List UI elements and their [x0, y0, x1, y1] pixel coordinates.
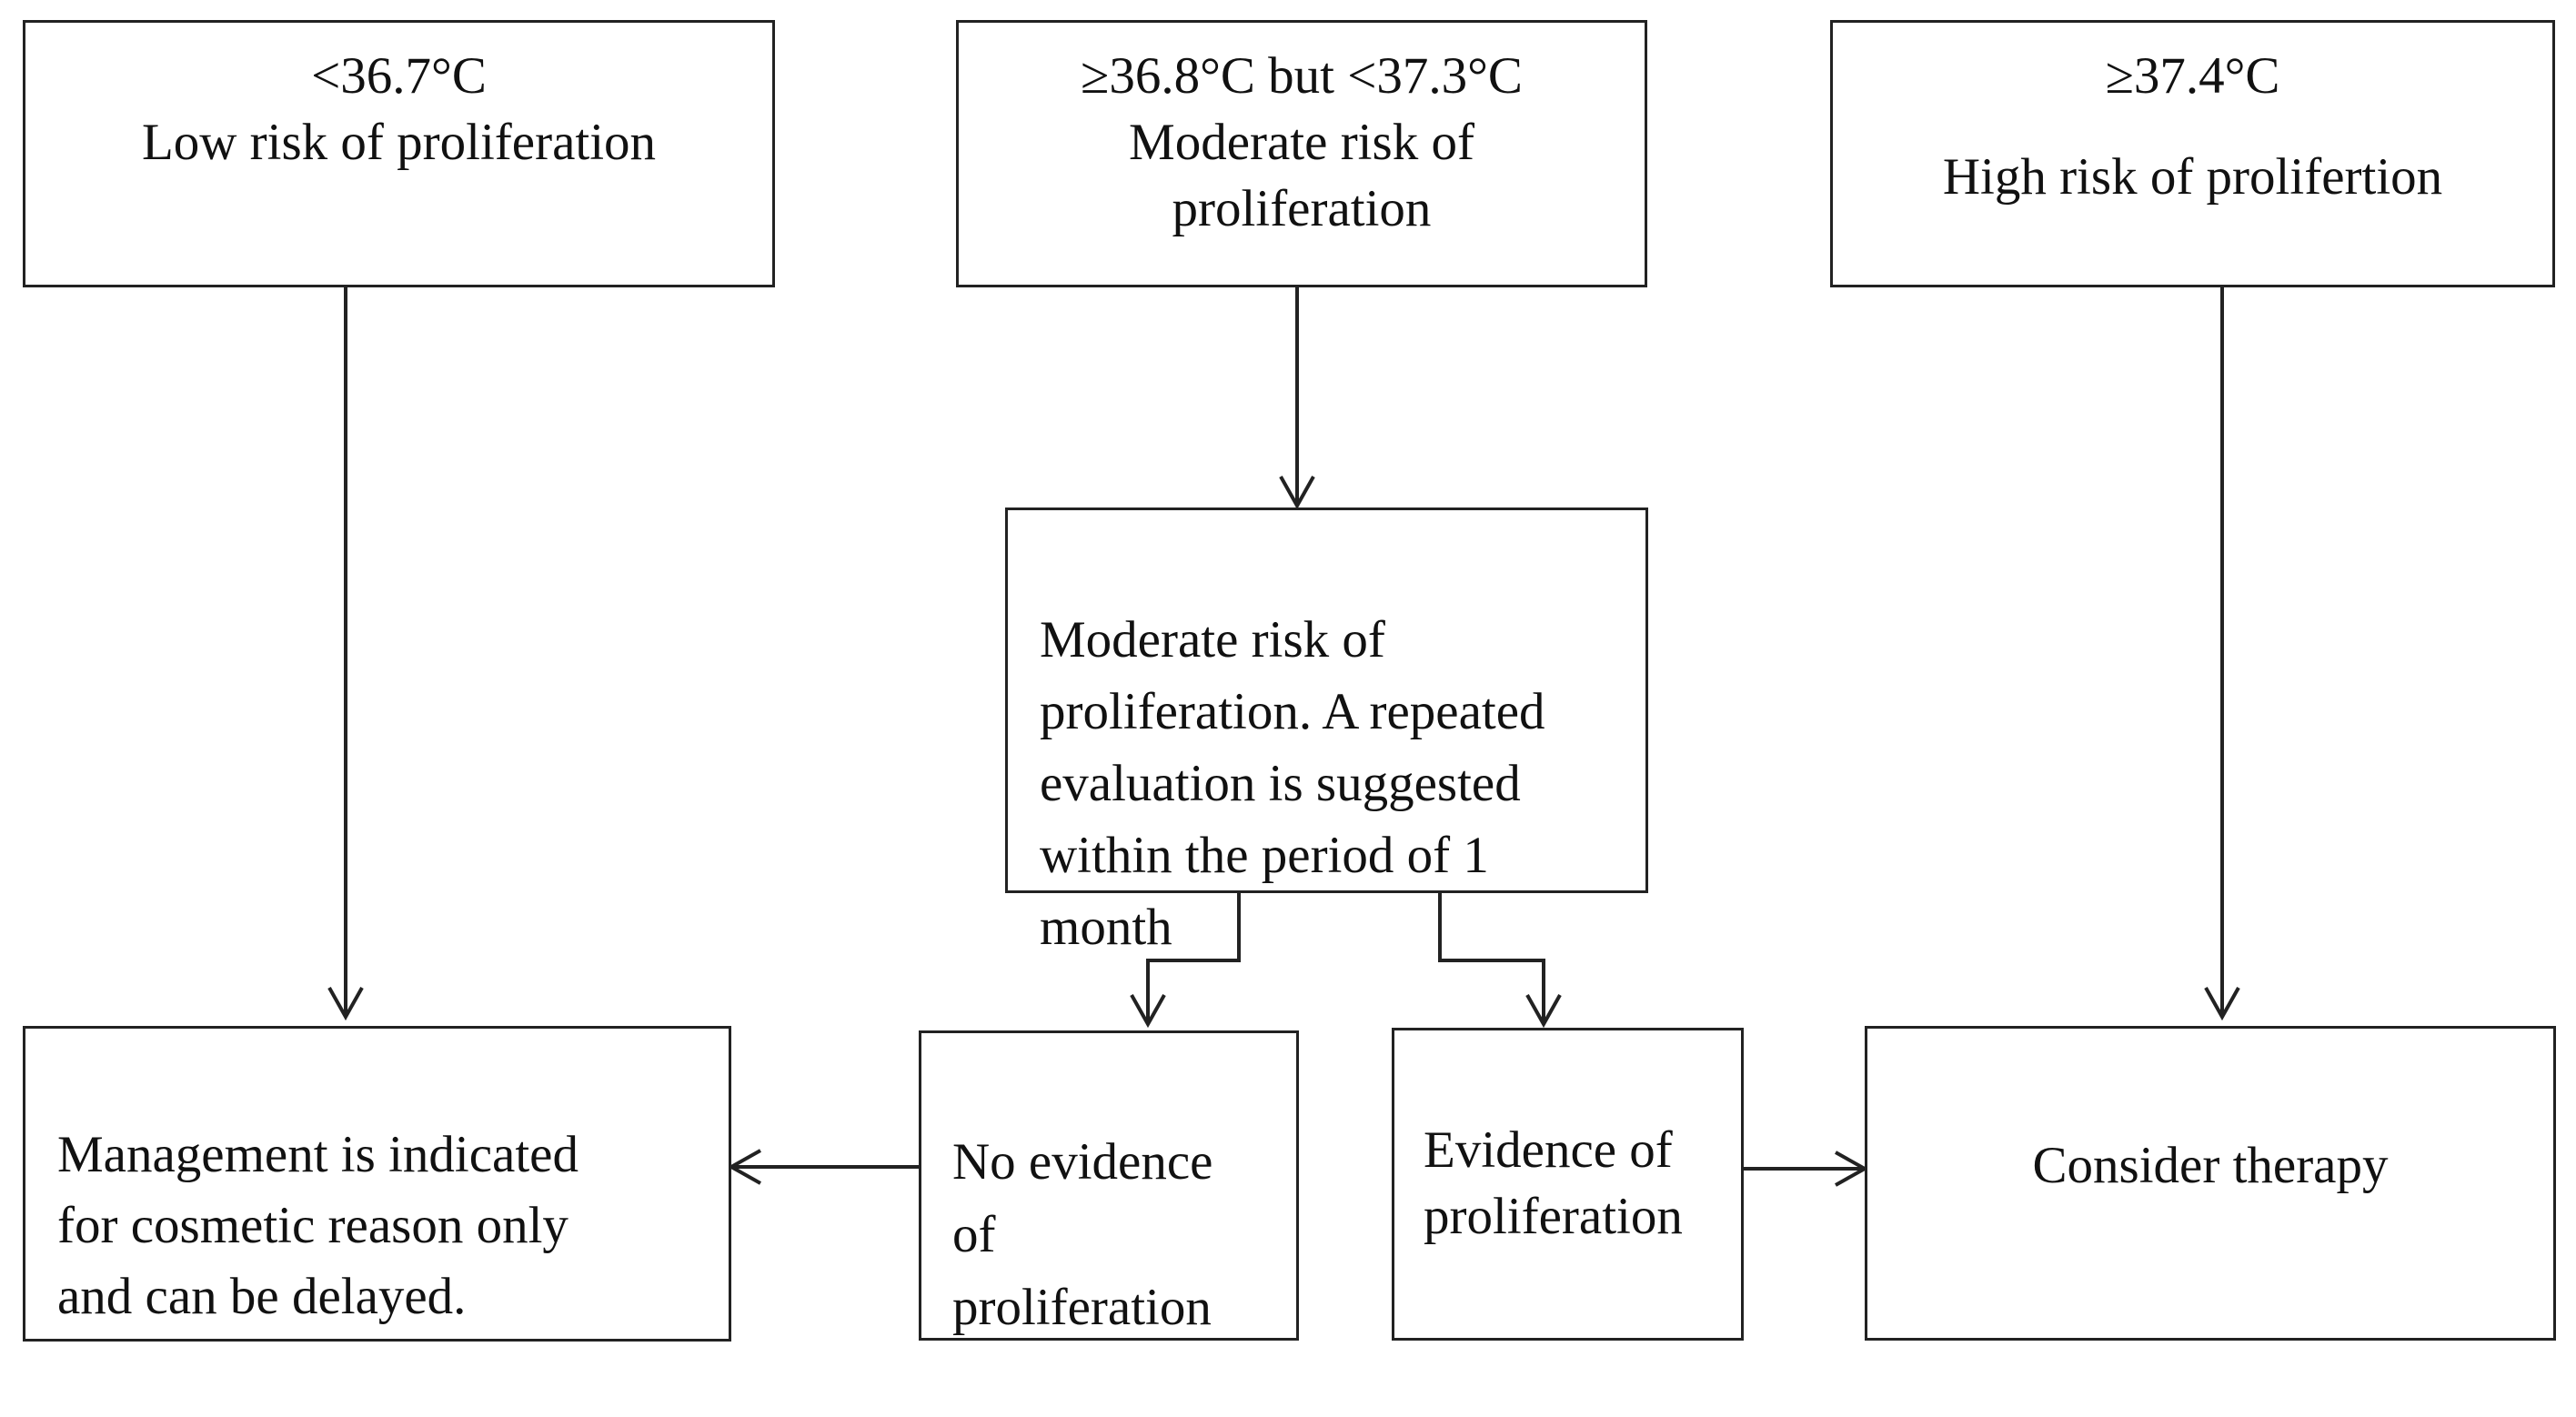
evidence-text: Evidence of proliferation: [1424, 1121, 1683, 1245]
no-evidence-box: No evidence of proliferation: [919, 1030, 1299, 1341]
arrowhead-high-to-therapy: [2204, 987, 2240, 1021]
management-box: Management is indicated for cosmetic rea…: [23, 1026, 731, 1342]
moderate-risk-detail-box: Moderate risk of proliferation. A repeat…: [1005, 508, 1648, 956]
consider-therapy-text: Consider therapy: [2032, 1136, 2389, 1194]
moderate-risk-threshold: ≥36.8°C but <37.3°C: [1081, 47, 1523, 105]
arrow-detail-to-evidence: [1438, 893, 1545, 1024]
low-risk-threshold: <36.7°C: [311, 47, 487, 105]
arrowhead-detail-to-no-evidence: [1130, 994, 1166, 1029]
arrowhead-detail-to-evidence: [1525, 994, 1562, 1029]
management-text: Management is indicated for cosmetic rea…: [57, 1126, 579, 1325]
moderate-risk-box: ≥36.8°C but <37.3°C Moderate risk of pro…: [956, 20, 1647, 287]
low-risk-box: <36.7°C Low risk of proliferation: [23, 20, 775, 287]
arrow-detail-to-no-evidence: [1146, 893, 1241, 1024]
flowchart: <36.7°C Low risk of proliferation ≥36.8°…: [23, 20, 2556, 1342]
moderate-risk-label-line2: proliferation: [1172, 180, 1432, 237]
no-evidence-text: No evidence of proliferation: [952, 1133, 1213, 1336]
moderate-risk-detail-text: Moderate risk of proliferation. A repeat…: [1040, 611, 1545, 956]
high-risk-label: High risk of prolifertion: [1942, 148, 2443, 206]
low-risk-label: Low risk of proliferation: [141, 114, 657, 171]
high-risk-box: ≥37.4°C High risk of prolifertion: [1830, 20, 2555, 287]
high-risk-threshold: ≥37.4°C: [2105, 47, 2280, 105]
evidence-box: Evidence of proliferation: [1392, 1028, 1744, 1341]
arrowhead-moderate-to-detail: [1279, 476, 1315, 510]
arrowhead-no-evidence-to-management: [727, 1149, 761, 1185]
consider-therapy-box: Consider therapy: [1865, 1026, 2556, 1341]
arrowhead-low-to-management: [327, 987, 364, 1021]
moderate-risk-label-line1: Moderate risk of: [1129, 114, 1474, 171]
